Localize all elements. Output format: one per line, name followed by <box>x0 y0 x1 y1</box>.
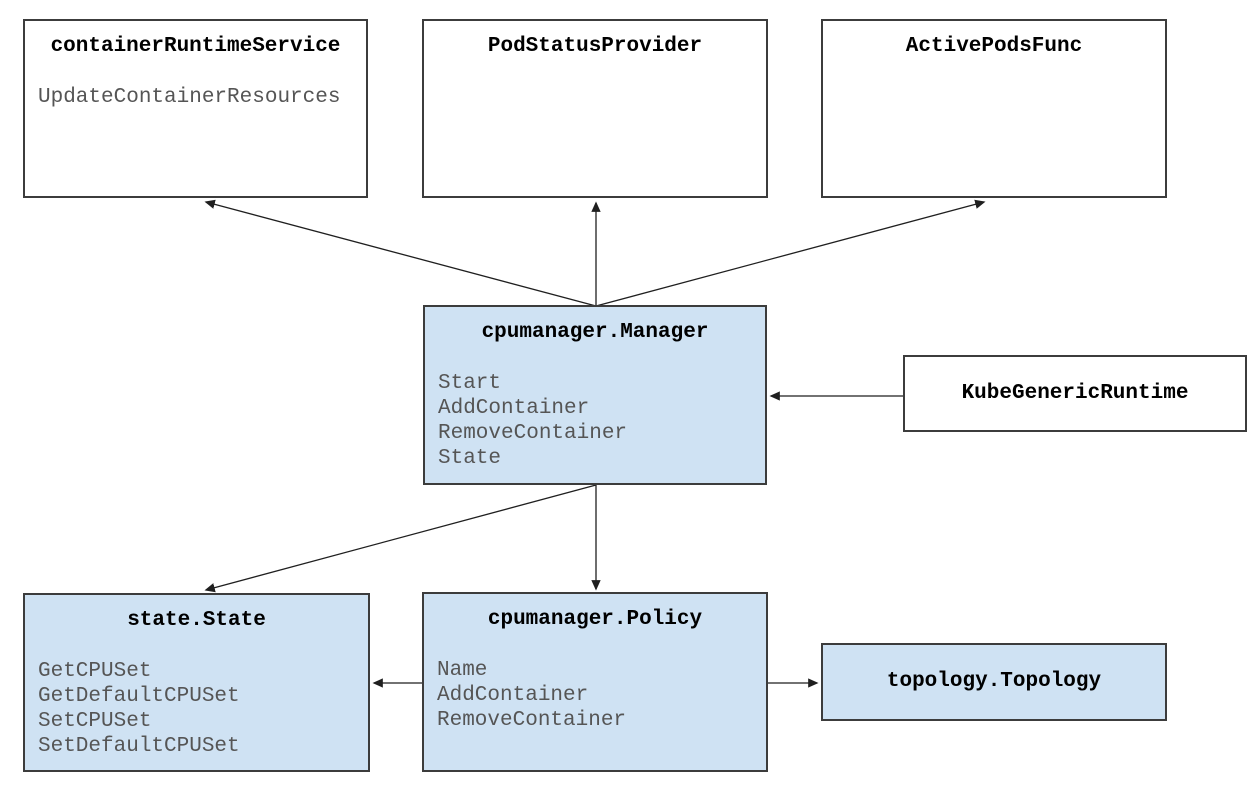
method: GetDefaultCPUSet <box>38 685 240 708</box>
box-active-pods-func: ActivePodsFunc <box>821 19 1167 198</box>
box-title: KubeGenericRuntime <box>961 381 1189 405</box>
box-methods: UpdateContainerResources <box>38 85 366 110</box>
box-state-state: state.State GetCPUSet GetDefaultCPUSet S… <box>23 593 370 772</box>
method: GetCPUSet <box>38 660 152 683</box>
method: RemoveContainer <box>437 709 627 732</box>
box-methods: Start AddContainer RemoveContainer State <box>438 371 765 471</box>
box-topology-topology: topology.Topology <box>821 643 1167 721</box>
connector-manager-to-active-pods-func <box>595 199 986 307</box>
box-title: cpumanager.Manager <box>481 321 709 344</box>
connector-manager-to-container-runtime-service <box>204 199 597 307</box>
box-title: PodStatusProvider <box>487 35 703 58</box>
box-pod-status-provider: PodStatusProvider <box>422 19 768 198</box>
box-title: ActivePodsFunc <box>905 35 1083 58</box>
method: Start <box>438 372 502 395</box>
box-title: containerRuntimeService <box>50 35 341 58</box>
box-title: state.State <box>127 609 266 632</box>
method: SetDefaultCPUSet <box>38 735 240 758</box>
method: SetCPUSet <box>38 710 152 733</box>
method: AddContainer <box>437 684 589 707</box>
box-title: topology.Topology <box>886 670 1102 693</box>
box-title: cpumanager.Policy <box>487 608 703 631</box>
method: Name <box>437 659 488 682</box>
box-cpumanager-manager: cpumanager.Manager Start AddContainer Re… <box>423 305 767 485</box>
box-cpumanager-policy: cpumanager.Policy Name AddContainer Remo… <box>422 592 768 772</box>
method: State <box>438 447 502 470</box>
method: AddContainer <box>438 397 590 420</box>
box-container-runtime-service: containerRuntimeService UpdateContainerR… <box>23 19 368 198</box>
connector-manager-to-state-state <box>204 484 597 593</box>
box-methods: GetCPUSet GetDefaultCPUSet SetCPUSet Set… <box>38 659 368 759</box>
box-methods: Name AddContainer RemoveContainer <box>437 658 766 733</box>
box-kube-generic-runtime: KubeGenericRuntime <box>903 355 1247 432</box>
method: UpdateContainerResources <box>38 86 341 109</box>
method: RemoveContainer <box>438 422 628 445</box>
